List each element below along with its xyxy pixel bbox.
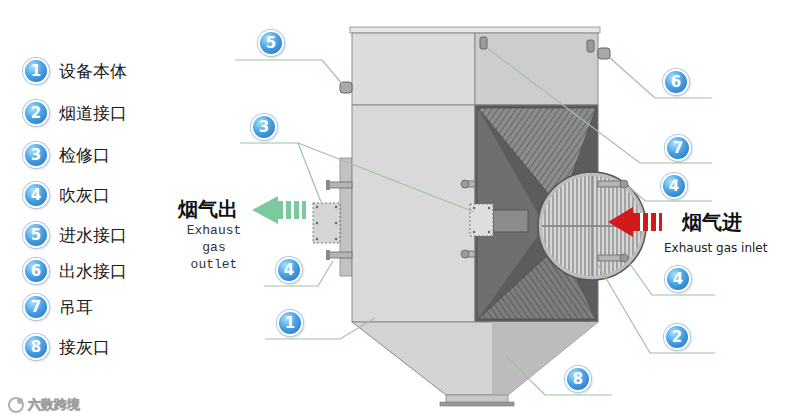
callout-number: 8 xyxy=(565,366,591,392)
flow-label: 烟气进 xyxy=(682,209,742,236)
legend-marker: 4吹灰口 xyxy=(23,182,49,208)
callout-number: 7 xyxy=(665,135,691,161)
callout-number: 2 xyxy=(672,330,682,345)
callout-number: 8 xyxy=(31,340,41,355)
callout-number: 5 xyxy=(258,30,284,56)
part-name: 设备本体 xyxy=(59,61,127,81)
part-name: 吊耳 xyxy=(59,297,93,317)
callout-number: 5 xyxy=(266,36,276,51)
flow-label-english: Exhaust gas inlet xyxy=(664,241,767,255)
callout-number: 1 xyxy=(285,316,295,331)
callout-number: 1 xyxy=(277,310,303,336)
callout-number: 8 xyxy=(573,372,583,387)
callout-number: 5 xyxy=(31,228,41,243)
callout-number: 4 xyxy=(665,266,691,292)
part-name: 检修口 xyxy=(59,145,110,165)
callout-number: 4 xyxy=(31,188,41,203)
callout-number: 2 xyxy=(664,324,690,350)
legend-marker: 3检修口 xyxy=(23,142,49,168)
watermark: 六数跨境 xyxy=(28,396,80,414)
flow-label: 烟气出 xyxy=(178,196,238,223)
part-name: 进水接口 xyxy=(59,225,127,245)
legend-marker: 5进水接口 xyxy=(23,222,49,248)
legend-marker: 8接灰口 xyxy=(23,334,49,360)
callout-number: 3 xyxy=(251,114,277,140)
callout-number: 3 xyxy=(259,120,269,135)
part-name: 出水接口 xyxy=(59,261,127,281)
callout-number: 2 xyxy=(31,106,41,121)
callout-number: 6 xyxy=(663,69,689,95)
callout-number: 3 xyxy=(31,148,41,163)
callout-number: 7 xyxy=(31,300,41,315)
part-name: 吹灰口 xyxy=(59,185,110,205)
callout-number: 6 xyxy=(671,75,681,90)
flow-label-english: Exhaust gas outlet xyxy=(181,222,247,273)
callout-number: 4 xyxy=(284,263,294,278)
callout-number: 4 xyxy=(276,257,302,283)
part-name: 接灰口 xyxy=(59,337,110,357)
callout-number: 4 xyxy=(669,179,679,194)
legend-marker: 6出水接口 xyxy=(23,258,49,284)
legend-marker: 7吊耳 xyxy=(23,294,49,320)
callout-number: 1 xyxy=(31,64,41,79)
part-name: 烟道接口 xyxy=(59,103,127,123)
legend-marker: 2烟道接口 xyxy=(23,100,49,126)
callout-number: 4 xyxy=(673,272,683,287)
callout-number: 4 xyxy=(661,173,687,199)
callout-number: 6 xyxy=(31,264,41,279)
legend-marker: 1设备本体 xyxy=(23,58,49,84)
callout-number: 7 xyxy=(673,141,683,156)
